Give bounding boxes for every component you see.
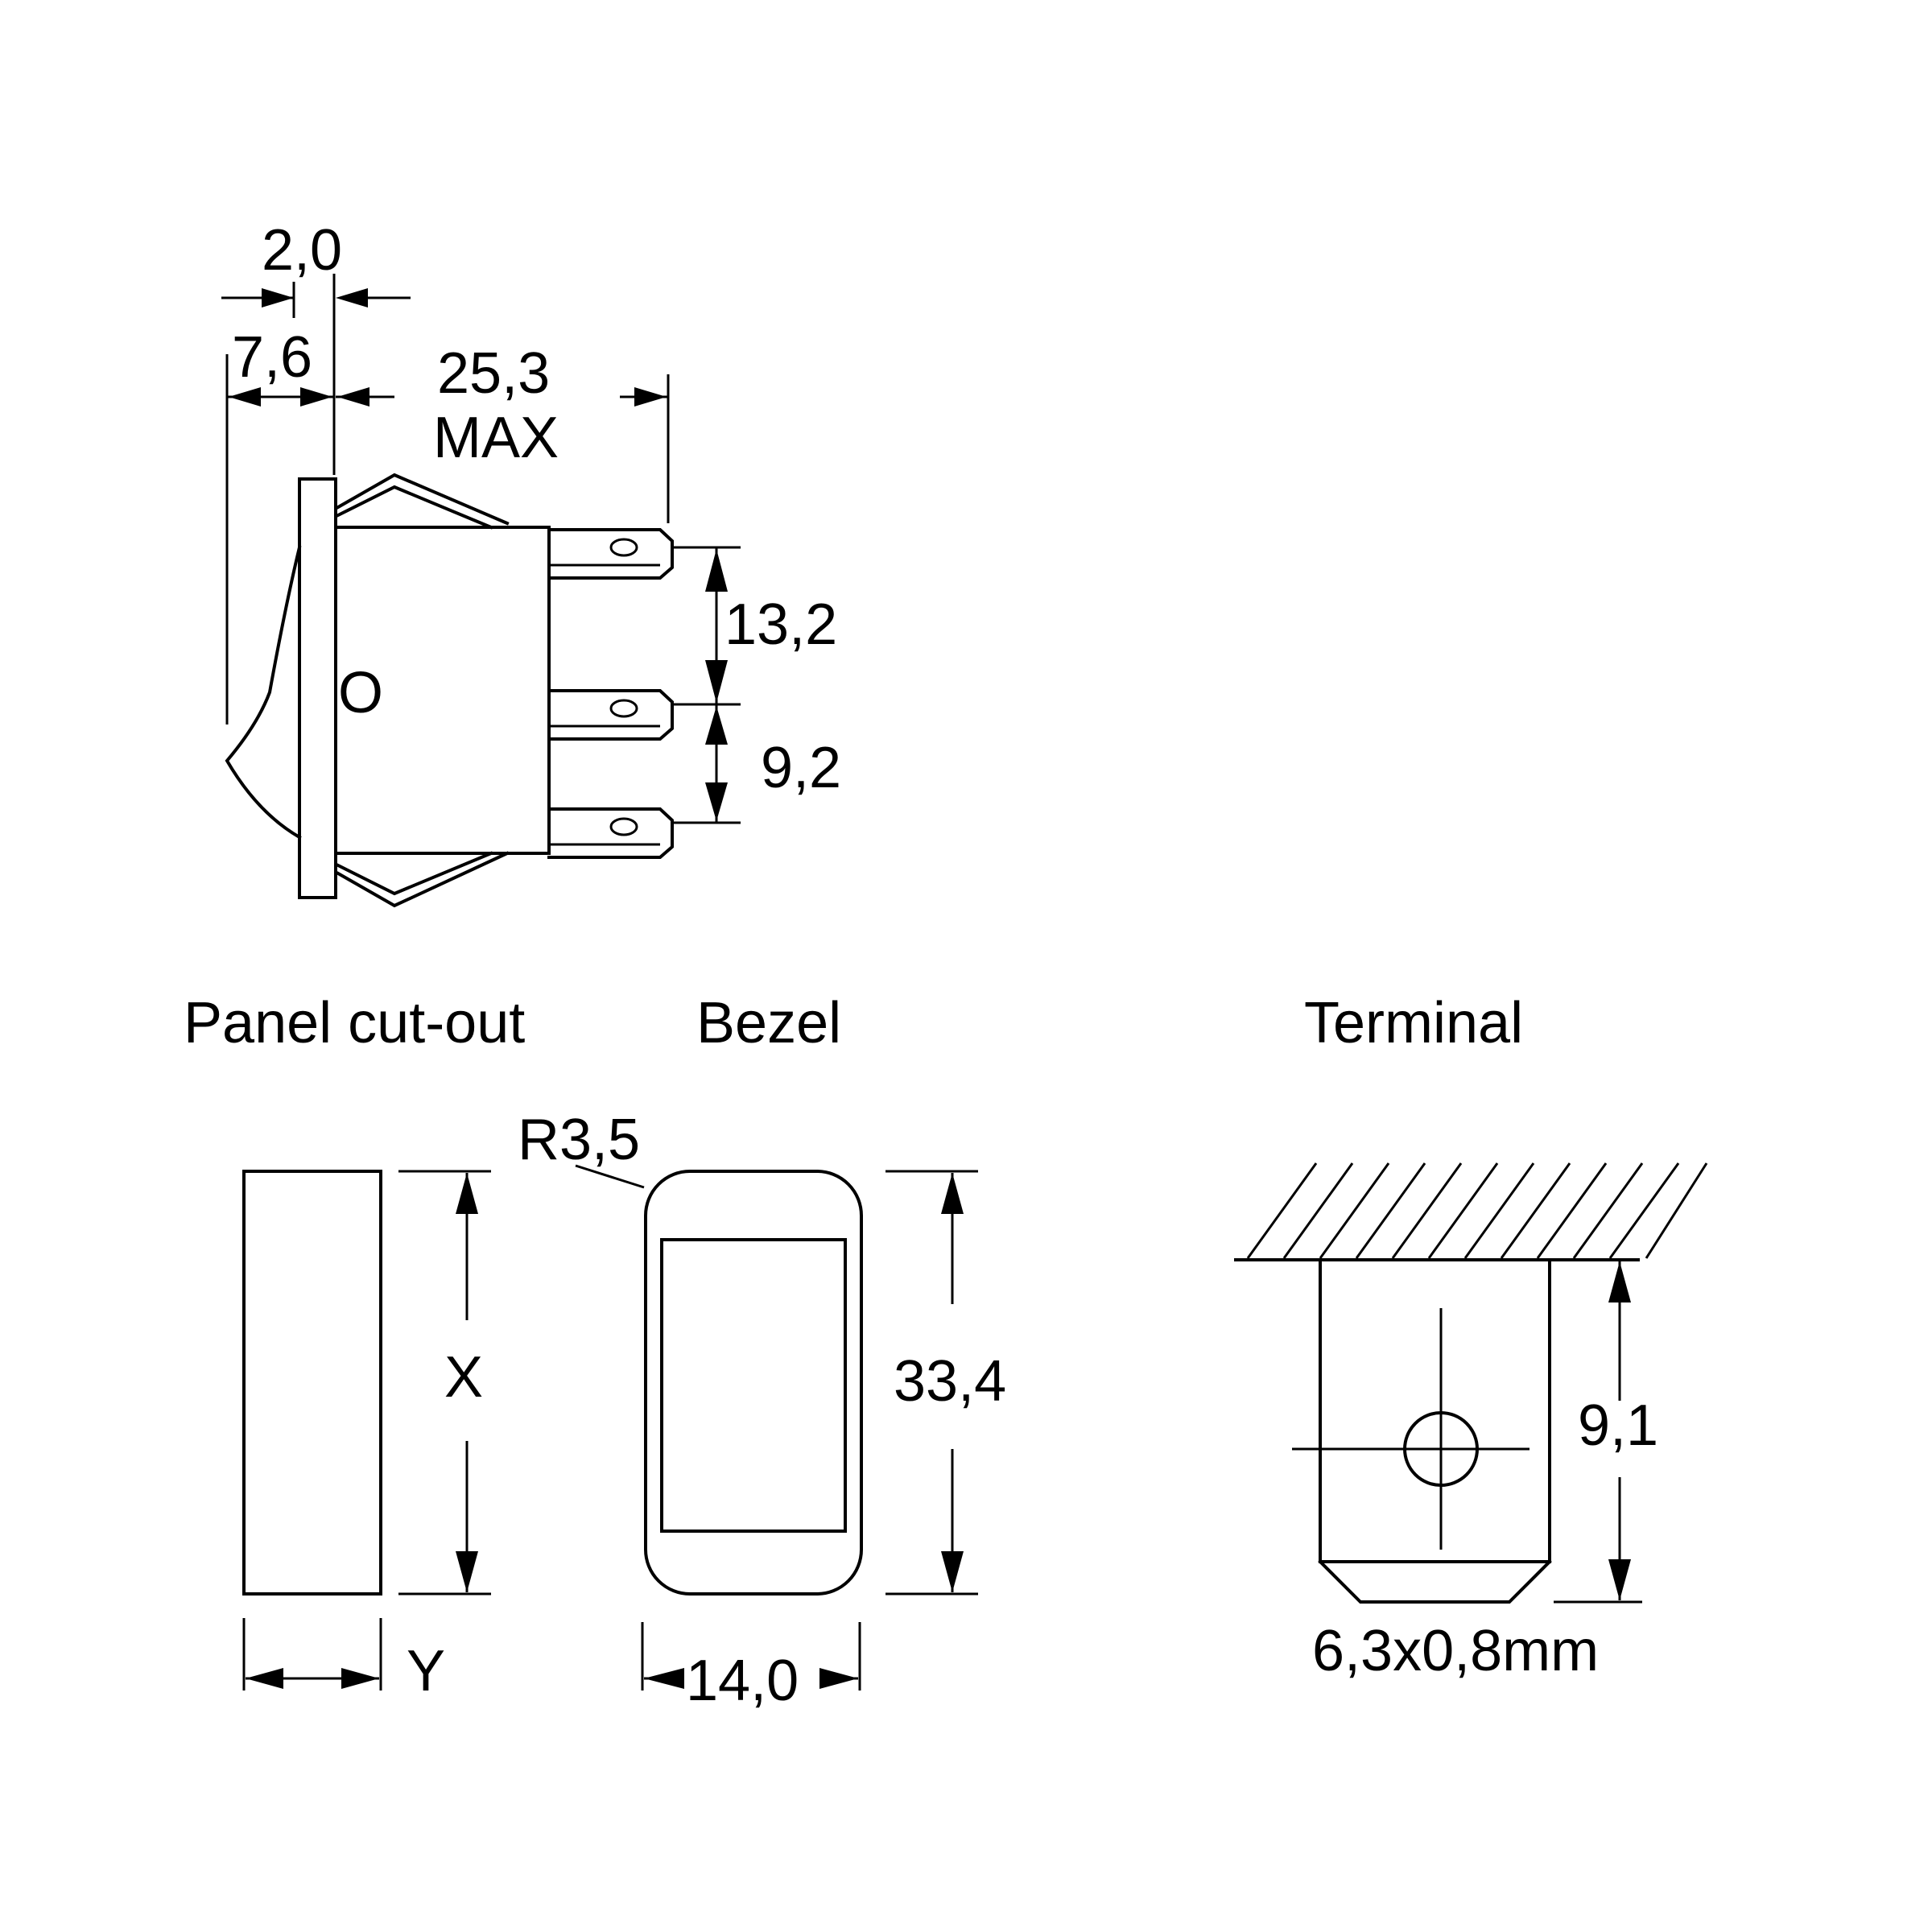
bezel-title: Bezel	[696, 991, 841, 1055]
terminal-size-label: 6,3x0,8mm	[1312, 1619, 1599, 1683]
rocker-mark: O	[338, 661, 383, 725]
terminal-blade	[1319, 1261, 1551, 1563]
panel-cutout-title: Panel cut-out	[184, 991, 525, 1055]
dim-x-label: X	[444, 1345, 483, 1410]
switch-flange	[298, 477, 337, 899]
dim-pitch-upper-label: 13,2	[724, 592, 837, 657]
bezel-window	[660, 1238, 847, 1533]
dim-body-label: 25,3	[437, 341, 550, 406]
bezel-outline	[644, 1170, 863, 1596]
rocker-profile	[225, 545, 302, 840]
bezel-view: Bezel R3,5 33,4 14,0	[518, 991, 1006, 1713]
terminal-base-hatching	[1246, 1162, 1708, 1259]
dim-radius-leader	[575, 1164, 645, 1189]
terminal-pin-1	[547, 528, 674, 580]
dim-front-label: 7,6	[232, 325, 312, 390]
lower-clip	[336, 851, 510, 908]
dim-body-note: MAX	[433, 406, 559, 470]
panel-cutout-view: Panel cut-out X Y	[184, 991, 525, 1703]
terminal-view: Terminal 9,1 6,3x0,8mm	[1234, 991, 1708, 1683]
dim-pitch-lower-label: 9,2	[761, 736, 841, 800]
side-view: O 2,0 7,6 25,3 MAX 13,2 9,2	[221, 218, 841, 908]
terminal-pin-2	[547, 689, 674, 741]
dim-terminal-height-label: 9,1	[1578, 1393, 1658, 1458]
terminal-title: Terminal	[1304, 991, 1523, 1055]
terminal-pin-3	[547, 807, 674, 859]
upper-clip	[336, 473, 510, 530]
dim-height-label: 33,4	[894, 1349, 1006, 1414]
dim-width-label: 14,0	[686, 1649, 799, 1713]
dim-radius-label: R3,5	[518, 1108, 640, 1172]
dim-y-label: Y	[407, 1639, 445, 1703]
panel-cutout-rect	[242, 1170, 382, 1596]
terminal-chamfer	[1318, 1559, 1552, 1604]
dim-flange-label: 2,0	[262, 218, 342, 283]
